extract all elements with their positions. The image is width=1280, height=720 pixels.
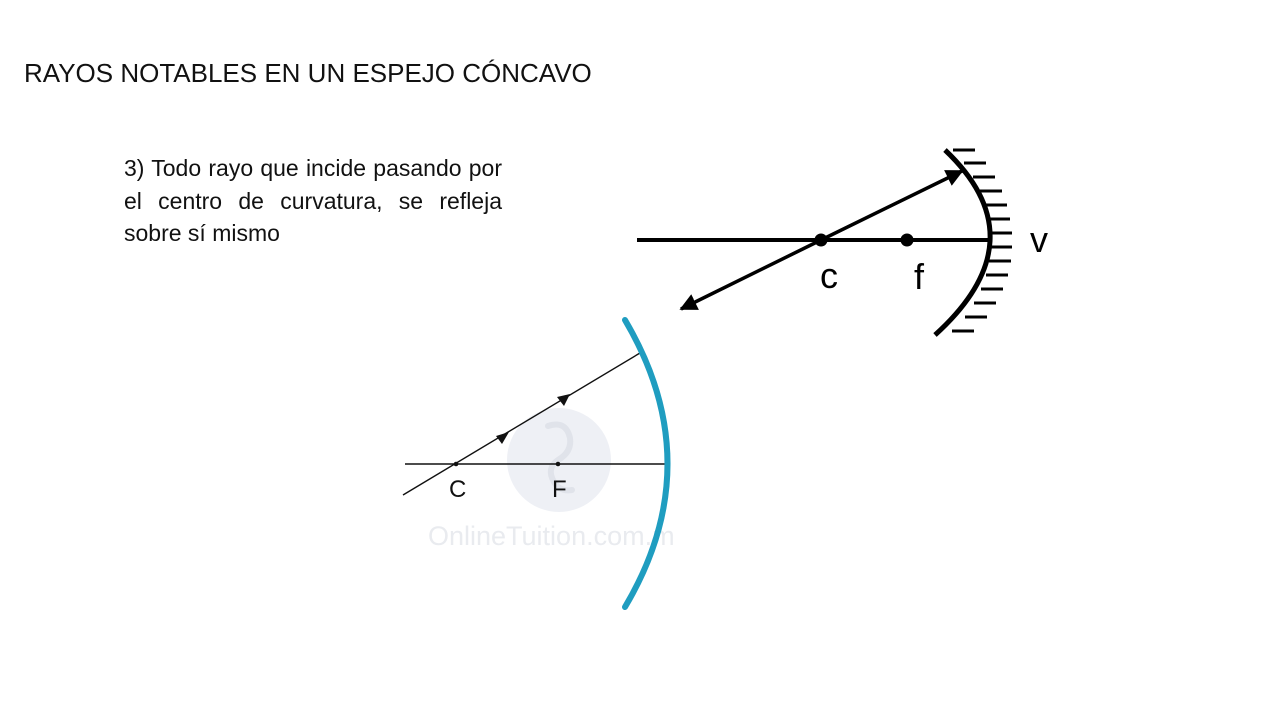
bottom-center-point [453, 461, 459, 467]
top-label-focus: f [914, 256, 925, 297]
top-center-point [814, 233, 828, 247]
bottom-concave-mirror [622, 317, 671, 610]
bottom-label-center: C [449, 476, 466, 503]
top-reflected-ray [679, 238, 822, 311]
top-incident-ray [820, 169, 964, 242]
bottom-focus-point [555, 461, 561, 467]
bottom-reflected-arrow-icon [496, 432, 509, 444]
top-concave-mirror [933, 148, 993, 337]
watermark-text: OnlineTuition.com.m [428, 521, 675, 551]
bottom-ray-through-center [402, 352, 641, 496]
top-mirror-diagram: c f v [637, 148, 1048, 337]
bottom-mirror-diagram: OnlineTuition.com.m C F [402, 317, 675, 610]
top-mirror-hatching [952, 148, 1012, 333]
top-label-vertex: v [1030, 219, 1048, 260]
bottom-incident-arrow-icon [557, 394, 570, 406]
top-focus-point [900, 233, 914, 247]
watermark-logo [507, 408, 611, 512]
bottom-label-focus: F [552, 476, 567, 503]
top-label-center: c [820, 255, 838, 296]
slide-title: RAYOS NOTABLES EN UN ESPEJO CÓNCAVO [24, 58, 592, 88]
slide-body-text: 3) Todo rayo que incide pasando por el c… [124, 155, 502, 247]
